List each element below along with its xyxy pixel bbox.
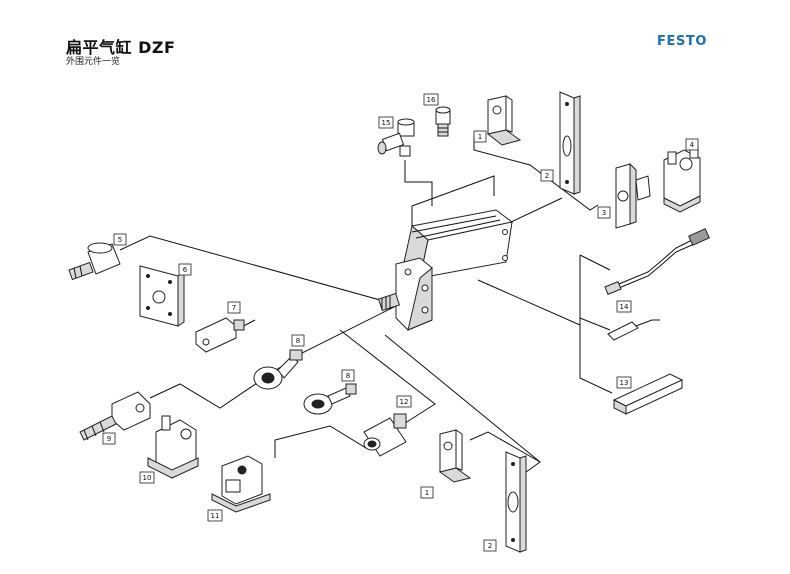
sensor-rail-part xyxy=(612,373,684,415)
leader-right-down xyxy=(477,279,581,326)
callout-1-bottom: 1 xyxy=(420,486,434,499)
callout-8-upper: 8 xyxy=(291,334,305,347)
callout-12: 12 xyxy=(396,395,412,408)
callout-2-top: 2 xyxy=(540,169,554,182)
callout-label-3: 3 xyxy=(602,209,606,217)
mounting-block-part xyxy=(211,455,271,513)
rod-eye-part-upper xyxy=(253,349,303,390)
leader-cylinder-top xyxy=(411,175,495,230)
callout-2-bottom: 2 xyxy=(483,539,497,552)
callout-label-8-upper: 8 xyxy=(296,337,300,345)
proximity-sensor-part xyxy=(607,319,660,341)
flange-plate-part xyxy=(559,91,581,195)
leader-sensor-branch2 xyxy=(579,317,611,331)
callout-label-6: 6 xyxy=(183,266,188,274)
callout-label-15: 15 xyxy=(382,119,391,127)
square-flange-part xyxy=(139,265,185,327)
leader-fittings xyxy=(404,160,433,206)
foot-mount-part-lower xyxy=(438,429,472,483)
callout-label-13: 13 xyxy=(620,379,629,387)
callout-label-16: 16 xyxy=(427,96,436,104)
callout-14: 14 xyxy=(616,300,632,313)
brand-logo: FESTO xyxy=(657,34,708,49)
threaded-clevis-part xyxy=(79,391,151,441)
callout-5: 5 xyxy=(113,233,127,246)
callout-9: 9 xyxy=(102,432,116,445)
callout-8-lower: 8 xyxy=(341,369,355,382)
callout-label-4: 4 xyxy=(690,141,695,149)
callout-label-12: 12 xyxy=(400,398,409,406)
callout-10: 10 xyxy=(139,471,155,484)
leader-sensor-rail xyxy=(579,255,613,394)
callout-6: 6 xyxy=(178,263,192,276)
rod-eye-part-lower xyxy=(303,383,357,415)
flange-plate-part-lower xyxy=(505,451,527,553)
leader-rod-5 xyxy=(119,235,399,306)
callout-11: 11 xyxy=(207,509,223,522)
female-coupler-part xyxy=(363,413,407,457)
clevis-bracket-part xyxy=(147,415,199,479)
callout-7: 7 xyxy=(227,301,241,314)
swivel-flange-part xyxy=(615,162,651,229)
page-title: 扁平气缸 DZF xyxy=(66,38,176,57)
foot-mount-part xyxy=(486,95,522,146)
rod-coupler-part xyxy=(68,242,121,281)
callout-4: 4 xyxy=(685,138,699,151)
leader-sensor-branch xyxy=(579,254,611,271)
elbow-fitting-part xyxy=(377,118,415,157)
leader-front-mount xyxy=(473,136,599,211)
callout-3: 3 xyxy=(597,206,611,219)
callout-label-1-bottom: 1 xyxy=(425,489,429,497)
leader-rod-12 xyxy=(274,329,436,458)
callout-label-5: 5 xyxy=(118,236,122,244)
callout-label-10: 10 xyxy=(143,474,152,482)
flat-cylinder-body xyxy=(377,209,514,331)
callout-label-2-bottom: 2 xyxy=(488,542,492,550)
callout-label-7: 7 xyxy=(232,304,236,312)
callout-label-9: 9 xyxy=(107,435,111,443)
page-subtitle: 外围元件一览 xyxy=(66,57,121,67)
callout-label-1: 1 xyxy=(478,133,482,141)
clevis-foot-part xyxy=(663,145,701,213)
callout-label-8-lower: 8 xyxy=(346,372,350,380)
proximity-sensor-cable-part xyxy=(604,228,710,295)
straight-fitting-part xyxy=(435,106,451,137)
rod-clevis-part xyxy=(195,317,245,353)
callout-label-2: 2 xyxy=(545,172,549,180)
leader-bottom-mount2 xyxy=(469,431,541,463)
leader-rod-main xyxy=(149,304,399,409)
callout-16: 16 xyxy=(423,93,439,106)
callout-label-11: 11 xyxy=(211,512,220,520)
callout-15: 15 xyxy=(378,116,394,129)
callout-13: 13 xyxy=(616,376,632,389)
callout-1-top: 1 xyxy=(473,130,487,143)
callout-label-14: 14 xyxy=(620,303,629,311)
